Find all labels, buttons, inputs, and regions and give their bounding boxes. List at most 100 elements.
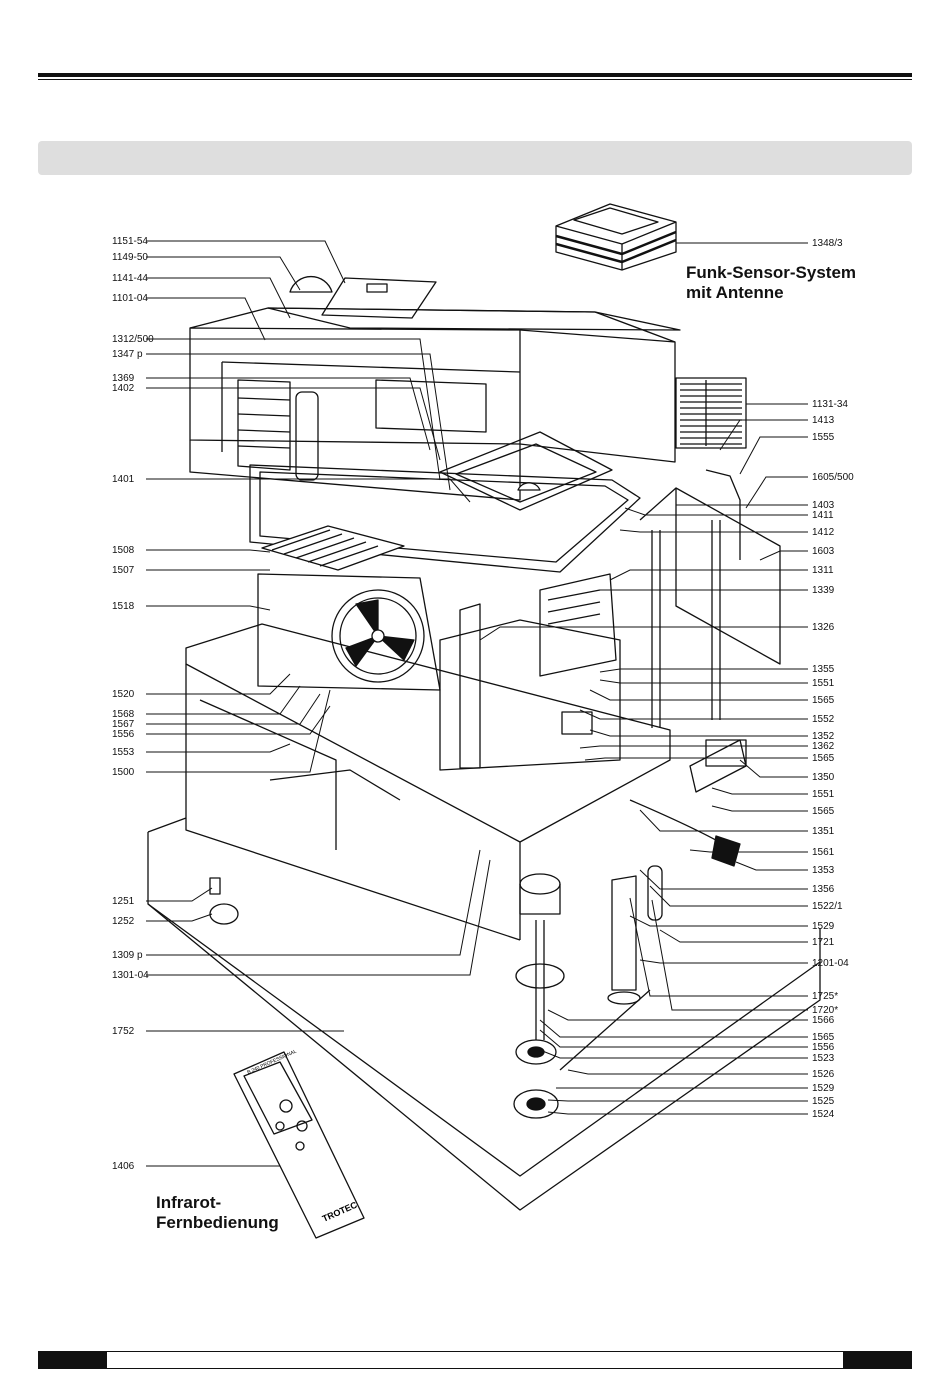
part-label-left: 1567 [112,719,135,730]
part-label-right: 1555 [812,432,835,443]
leader-line-left [146,693,321,725]
part-label-right: 1355 [812,664,835,675]
filter-grille-left [261,525,405,571]
part-label-right: 1403 [812,500,835,511]
part-label-right: 1556 [812,1042,835,1053]
part-label-left: 1301-04 [112,970,149,981]
leader-line-left [146,353,451,491]
leader-line-right [649,885,808,907]
part-label-right: 1339 [812,585,835,596]
leader-line-right [584,757,808,761]
leader-line-right [539,1019,808,1038]
part-label-left: 1251 [112,896,135,907]
top-rule-thin [38,79,912,80]
part-label-right: 1565 [812,1032,835,1043]
part-label-left: 1752 [112,1026,135,1037]
part-label-right: 1356 [812,884,835,895]
leader-line-right [589,729,808,737]
leader-line-right [711,787,808,795]
leader-line-left [146,549,271,553]
remote-caption-line2: Fernbedienung [156,1213,279,1232]
part-label-left: 1401 [112,474,135,485]
float-switch [209,877,239,925]
leader-line-right [639,959,808,964]
remote-control [233,1051,365,1239]
base-housing [147,623,821,1211]
leader-line-right [639,809,808,832]
leader-line-left [146,685,301,715]
part-label-right: 1529 [812,921,835,932]
leader-line-right [479,626,808,641]
part-label-left: 1369 [112,373,135,384]
top-cover [267,275,681,331]
footer-block-right [843,1352,911,1368]
part-label-right: 1566 [812,1015,835,1026]
part-label-right: 1565 [812,806,835,817]
part-label-right: 1605/500 [812,472,854,483]
part-label-right: 1565 [812,695,835,706]
part-label-right: 1721 [812,937,835,948]
part-label-right: 1326 [812,622,835,633]
filter-grille-right [675,377,747,449]
part-label-right: 1552 [812,714,835,725]
leader-line-right [547,1099,808,1102]
leader-line-left [146,277,291,319]
part-label-right: 1411 [812,510,834,521]
leader-line-right [651,899,808,1011]
part-label-left: 1553 [112,747,135,758]
part-label-right: 1561 [812,847,835,858]
heat-exchanger-panel [639,469,781,728]
part-labels-right: 1348/31131-34141315551605/50014031411141… [812,238,854,1120]
part-label-left: 1508 [112,545,135,556]
part-label-right: 1131-34 [812,399,848,410]
leader-line-left [146,377,431,451]
leader-line-right [579,745,808,749]
leader-line-right [711,805,808,812]
sensor-caption-line1: Funk-Sensor-System [686,263,856,282]
leader-line-right [539,1029,808,1048]
sensor-caption-line2: mit Antenne [686,283,784,302]
part-label-right: 1565 [812,753,835,764]
leader-line-right [539,1049,808,1059]
leader-line-left [146,256,301,291]
part-label-right: 1350 [812,772,835,783]
leader-line-left [146,887,213,902]
leader-line-left [146,673,291,695]
part-label-left: 1500 [112,767,135,778]
leader-line-right [547,1009,808,1021]
part-label-right: 1413 [812,415,835,426]
leader-line-right [659,929,808,943]
leader-line-right [745,476,808,509]
part-label-left: 1309 p [112,950,143,961]
leader-line-left [146,689,331,773]
upper-housing [189,307,676,573]
part-label-right: 1603 [812,546,835,557]
part-label-left: 1518 [112,601,135,612]
part-label-left: 1556 [112,729,135,740]
part-label-left: 1252 [112,916,135,927]
leader-line-right [609,569,808,581]
part-label-right: 1526 [812,1069,835,1080]
remote-caption-line1: Infrarot- [156,1193,221,1212]
leader-line-left [146,913,213,922]
part-label-left: 1101-04 [112,293,148,304]
part-label-left: 1406 [112,1161,135,1172]
leader-line-right [759,550,808,561]
leader-line-right [735,861,808,871]
part-label-right: 1551 [812,789,835,800]
part-label-right: 1522/1 [812,901,843,912]
part-label-right: 1523 [812,1053,835,1064]
control-electronics [439,573,747,867]
radio-sensor-module [555,203,677,271]
leader-line-right [629,897,808,997]
part-label-right: 1551 [812,678,835,689]
part-label-left: 1312/500 [112,334,154,345]
part-label-right: 1412 [812,527,835,538]
leader-line-right [739,436,808,475]
footer-block-left [39,1352,107,1368]
leader-line-right [589,689,808,701]
part-label-right: 1351 [812,826,835,837]
part-label-left: 1568 [112,709,135,720]
leader-line-right [599,668,808,673]
